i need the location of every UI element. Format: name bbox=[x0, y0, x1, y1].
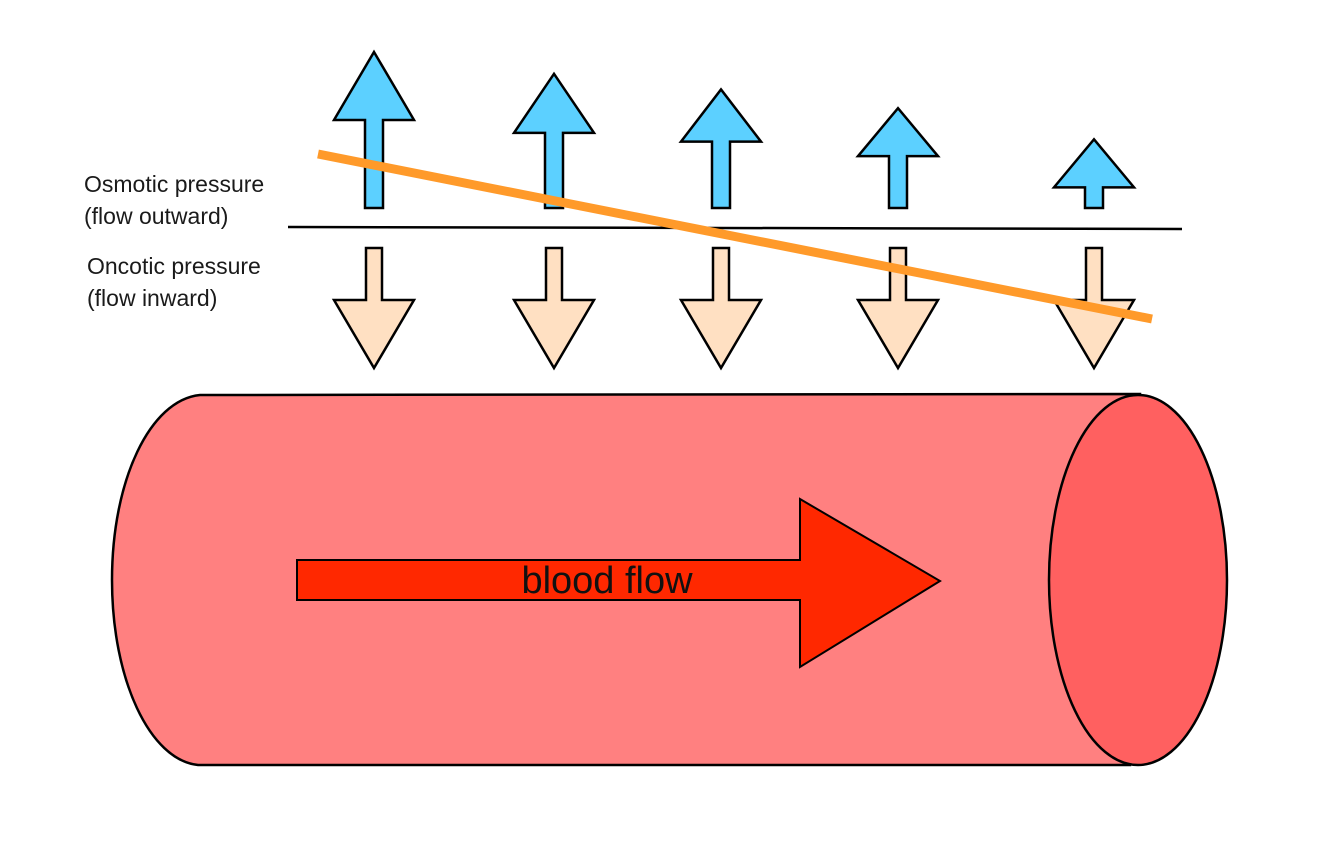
oncotic-label-line2: (flow inward) bbox=[87, 285, 217, 311]
blood-flow-arrow bbox=[296, 497, 942, 669]
osmotic-arrow-1 bbox=[331, 49, 417, 210]
osmotic-arrows bbox=[331, 49, 1137, 210]
oncotic-arrows bbox=[331, 246, 1137, 371]
osmotic-arrow-4 bbox=[855, 106, 941, 210]
osmotic-label-line1: Osmotic pressure bbox=[84, 171, 264, 197]
osmotic-arrow-5 bbox=[1051, 137, 1137, 210]
blood-flow-label: blood flow bbox=[521, 560, 693, 602]
oncotic-arrow-1 bbox=[331, 246, 417, 371]
osmotic-arrow-3 bbox=[678, 87, 764, 210]
oncotic-label-line1: Oncotic pressure bbox=[87, 253, 261, 279]
oncotic-arrow-2 bbox=[511, 246, 597, 371]
osmotic-label-line2: (flow outward) bbox=[84, 203, 228, 229]
capillary-wall-line bbox=[287, 225, 1183, 231]
pressure-trend-line bbox=[317, 149, 1153, 324]
vessel-end-cap bbox=[1047, 393, 1229, 767]
osmotic-arrow-2 bbox=[511, 71, 597, 210]
oncotic-arrow-3 bbox=[678, 246, 764, 371]
oncotic-arrow-4 bbox=[855, 246, 941, 371]
